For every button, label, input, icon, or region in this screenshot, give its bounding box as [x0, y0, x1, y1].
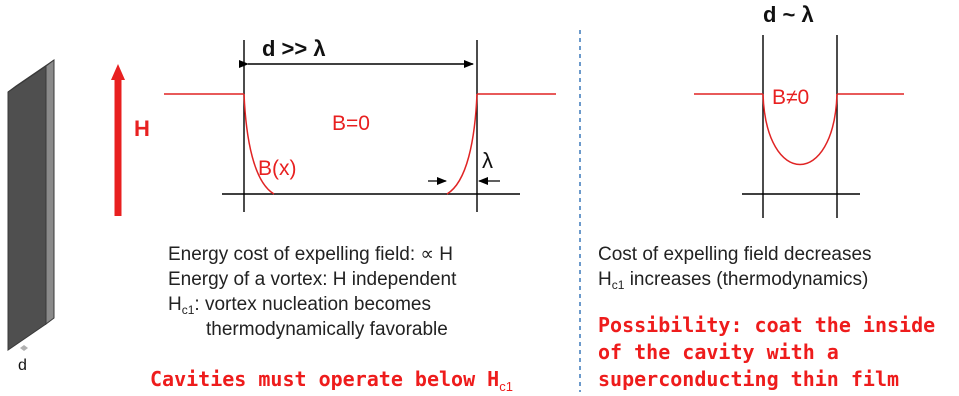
- thin-conclusion-1: Possibility: coat the inside: [598, 313, 935, 337]
- thin-width-label: d ~ λ: [763, 2, 814, 27]
- thin-field-profile: [762, 93, 838, 166]
- thick-film-diagram: [164, 40, 556, 212]
- thick-note-1: Energy cost of expelling field: ∝ H: [168, 244, 453, 265]
- thickness-marker: d: [18, 345, 28, 374]
- thick-note-4: thermodynamically favorable: [206, 319, 448, 340]
- thickness-label: d: [18, 357, 27, 374]
- thin-inside-label: B≠0: [772, 86, 809, 109]
- thick-inside-label: B=0: [332, 112, 370, 135]
- thin-conclusion-3: superconducting thin film: [598, 367, 899, 391]
- thick-note-2: Energy of a vortex: H independent: [168, 269, 457, 290]
- thick-conclusion: Cavities must operate below Hc1: [150, 367, 513, 394]
- decay-profile-left: [243, 93, 275, 195]
- thin-note-2: Hc1 increases (thermodynamics): [598, 269, 868, 292]
- thick-profile-label: B(x): [258, 157, 297, 180]
- thin-film-diagram: [694, 35, 904, 218]
- thick-note-3: Hc1: vortex nucleation becomes: [168, 294, 431, 317]
- superconducting-slab: [7, 59, 55, 351]
- decay-profile-right: [446, 93, 478, 195]
- penetration-depth-label: λ: [482, 148, 493, 173]
- field-label: H: [134, 116, 150, 141]
- thin-conclusion-2: of the cavity with a: [598, 340, 839, 364]
- thin-note-1: Cost of expelling field decreases: [598, 244, 872, 265]
- thick-width-label: d >> λ: [262, 36, 326, 61]
